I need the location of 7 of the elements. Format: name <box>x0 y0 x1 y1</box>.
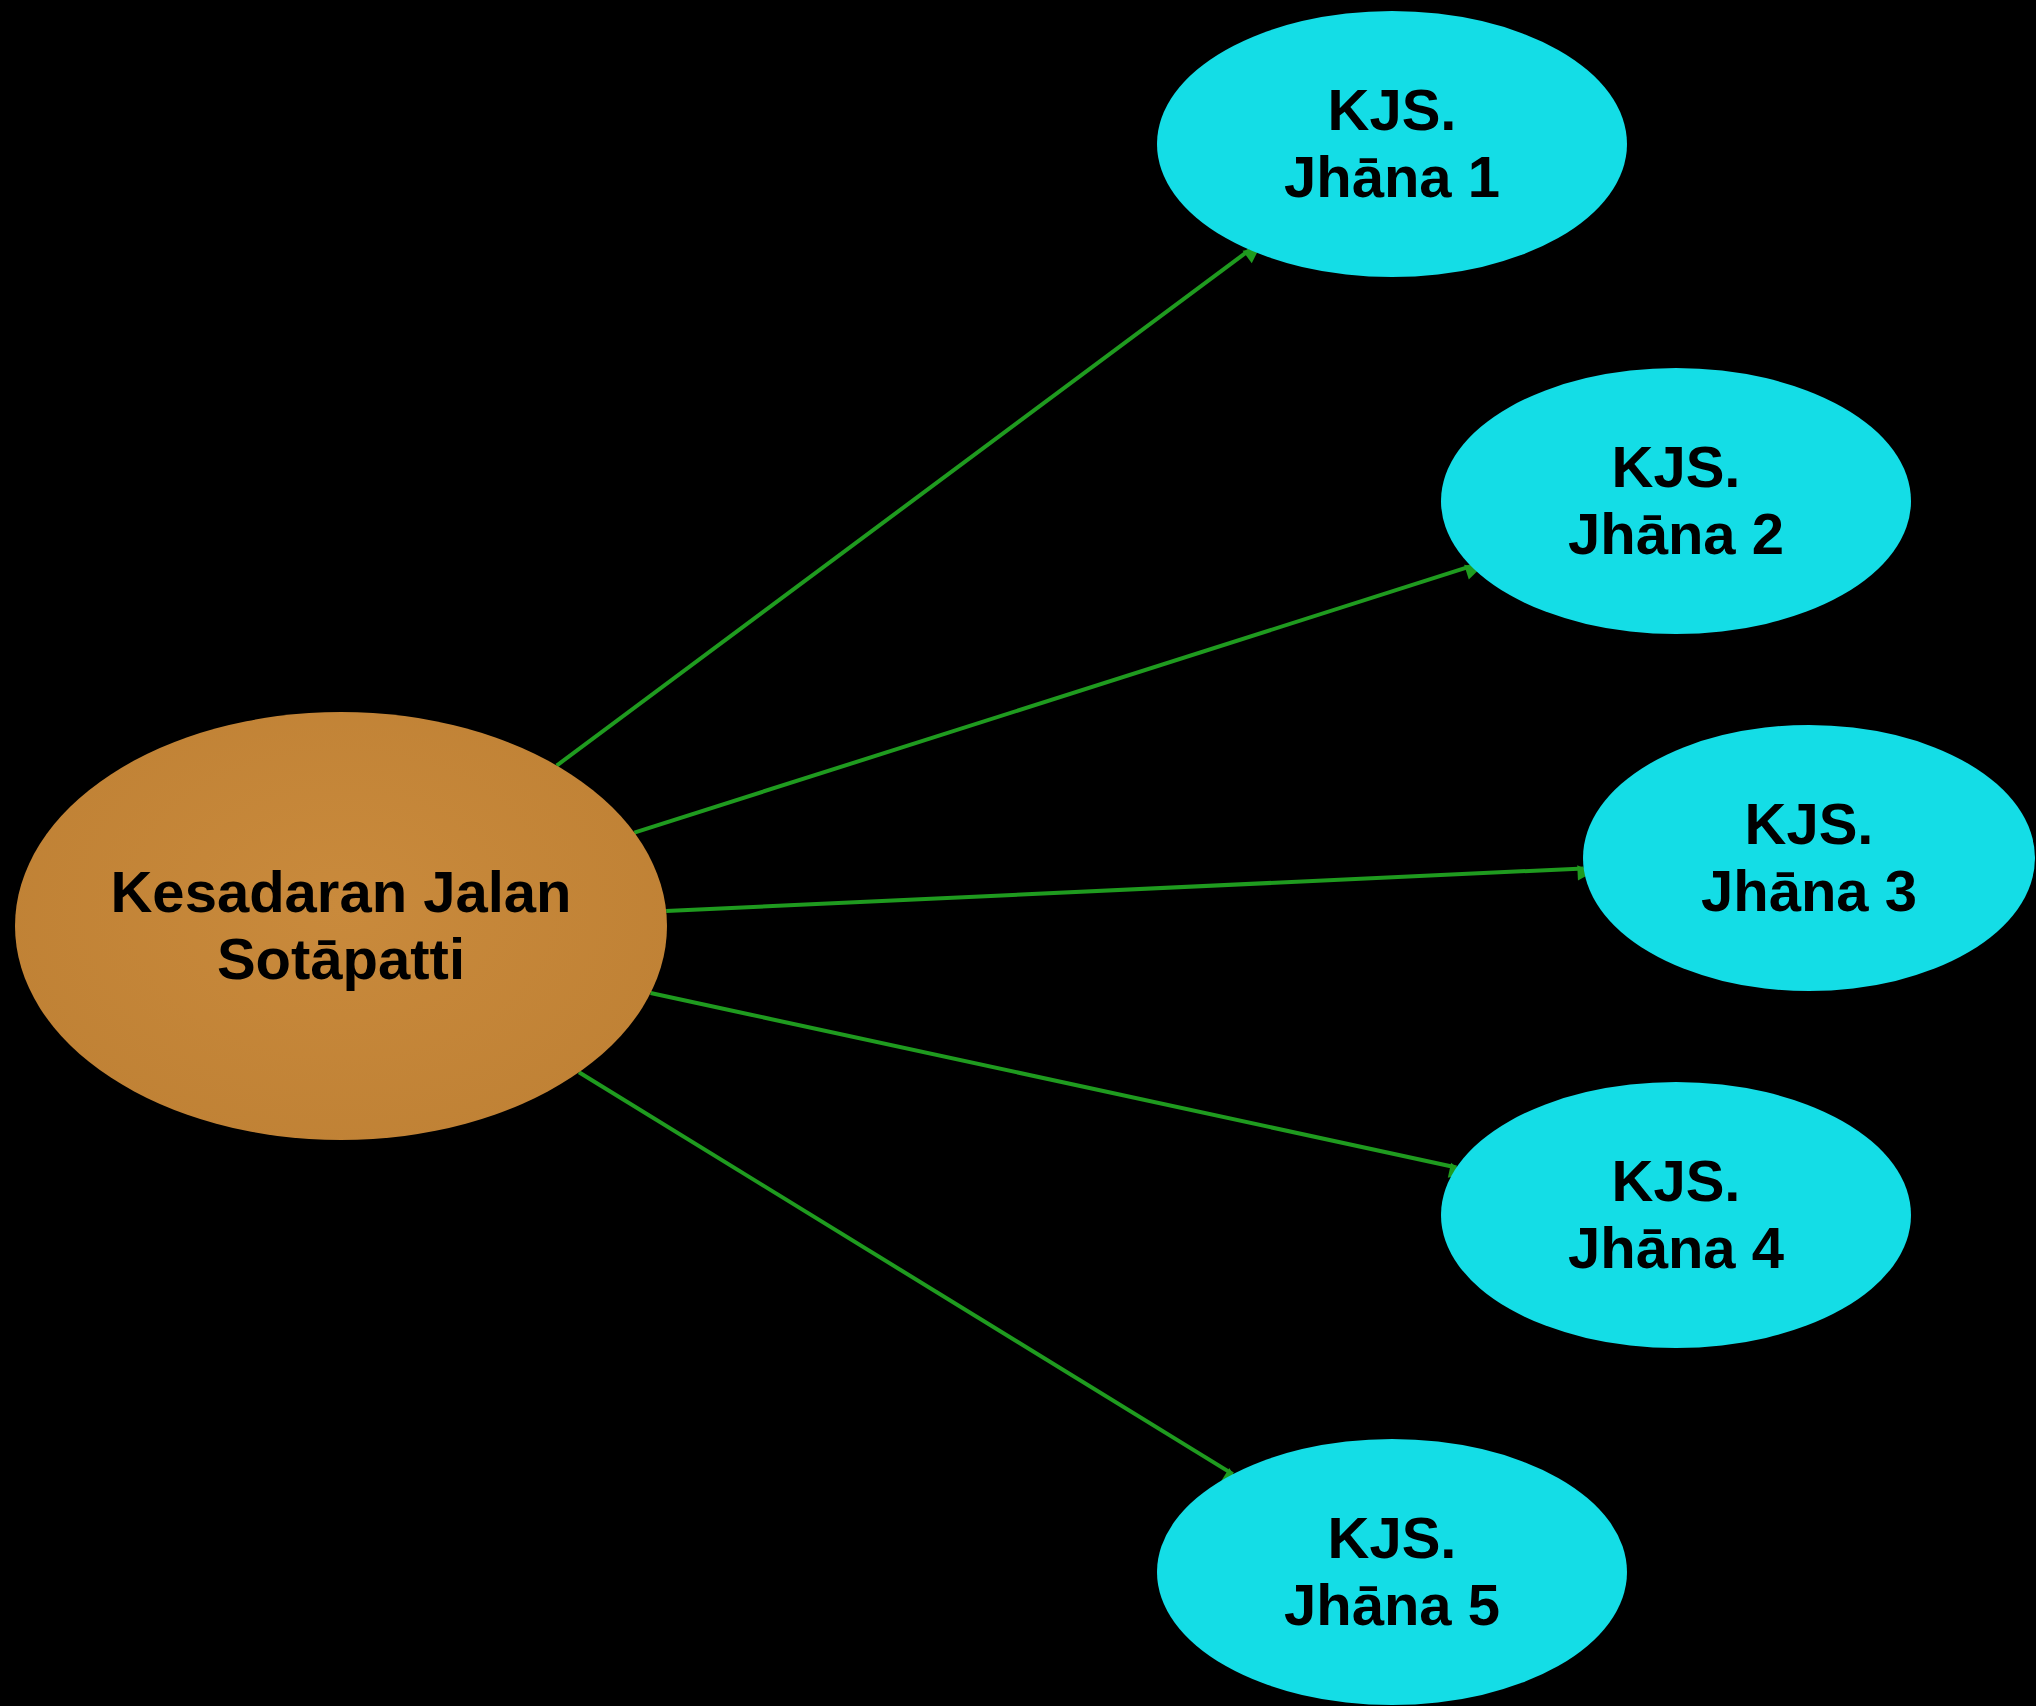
node-label: Kesadaran Jalan Sotāpatti <box>109 859 573 993</box>
arrow <box>555 247 1260 768</box>
node-label: KJS. Jhāna 1 <box>1283 77 1501 211</box>
node-label: KJS. Jhāna 2 <box>1567 434 1785 568</box>
node-label: KJS. Jhāna 5 <box>1283 1505 1501 1639</box>
node-label: KJS. Jhāna 3 <box>1700 791 1918 925</box>
node-label: KJS. Jhāna 4 <box>1567 1148 1785 1282</box>
